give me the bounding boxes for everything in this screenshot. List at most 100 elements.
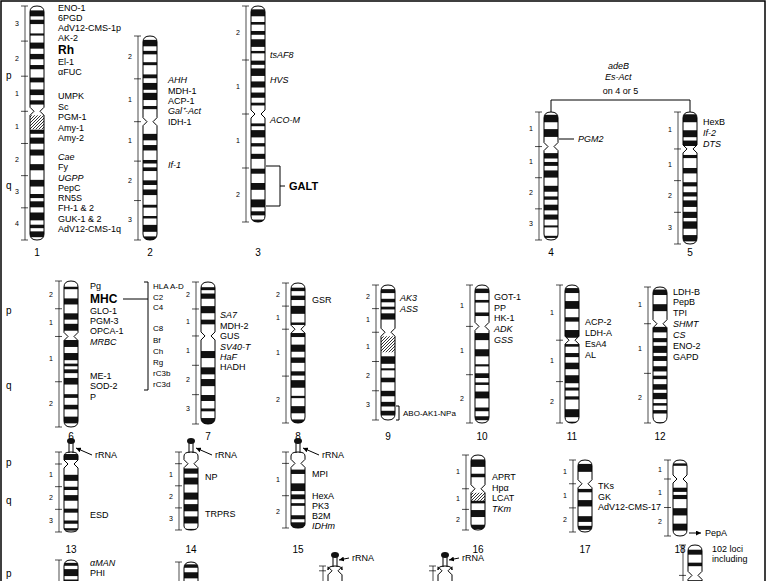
chromosome-number: 10 [470, 431, 494, 443]
chromosome-band [653, 338, 667, 342]
band-tick [242, 114, 249, 115]
band-number: 1 [456, 468, 460, 476]
gene-label: GLO-1 [90, 306, 117, 316]
gene-label: PGM-1 [58, 112, 87, 122]
chromosome-outline [471, 455, 485, 530]
chromosome-band [578, 464, 592, 472]
band-tick [175, 452, 182, 453]
band-number: 2 [658, 518, 662, 526]
band-tick [242, 222, 249, 223]
chromosome-band [251, 39, 265, 47]
chromosome: 15 [286, 437, 310, 556]
chromosome-band [201, 294, 215, 299]
satellite-stalk [73, 443, 74, 453]
band-scale [323, 566, 324, 581]
chromosome-band [251, 103, 265, 106]
chromosome-band [565, 396, 579, 399]
chromosome-band [291, 357, 305, 362]
chromosome-number: 18 [668, 544, 692, 556]
gene-label: UGPP [58, 173, 84, 183]
band-number: 1 [460, 347, 464, 355]
chromosome-band [683, 235, 697, 241]
gene-label: rC3d [153, 380, 170, 389]
chromosome-band [251, 31, 265, 35]
gene-label: SV40-T [220, 342, 251, 352]
chromosome-band [291, 483, 305, 491]
chromosome-ideogram [25, 6, 49, 242]
gene-label: SHMT [673, 319, 699, 329]
chromosome-band [381, 391, 395, 396]
band-tick [192, 335, 199, 336]
band-number: 2 [49, 494, 53, 502]
chromosome-band [30, 20, 44, 24]
chromosome-number: 4 [539, 247, 563, 259]
chromosome-outline [30, 6, 44, 240]
chromosome-band [475, 364, 489, 366]
gene-label: LDH-B [673, 287, 700, 297]
chromosome-number: 15 [286, 544, 310, 556]
chromosome-outline [184, 452, 198, 530]
chromosome-body [143, 36, 157, 240]
band-tick [535, 208, 542, 209]
band-number: 1 [15, 123, 19, 131]
chromosome-band [471, 459, 485, 466]
chromosome-band [30, 100, 44, 104]
chromosome-band [143, 62, 157, 65]
leader-line [196, 448, 212, 455]
chromosome-band [653, 327, 667, 333]
arm-label: q [6, 380, 12, 391]
gene-label: OPCA-1 [90, 326, 124, 336]
band-scale [466, 455, 467, 530]
chromosome-body [64, 560, 78, 581]
chromosome-body [544, 112, 558, 240]
band-tick [535, 177, 542, 178]
chromosome-band [251, 199, 265, 207]
chromosome-band [64, 369, 78, 373]
chromosome-band [30, 231, 44, 237]
gene-label: GAPD [673, 352, 699, 362]
band-number: 2 [276, 508, 280, 516]
band-number: 2 [668, 192, 672, 200]
band-tick [462, 509, 469, 510]
chromosome-body [30, 6, 44, 240]
band-scale [196, 282, 197, 424]
chromosome-band [143, 74, 157, 78]
chromosome-band [381, 378, 395, 383]
chromosome-band [653, 384, 667, 390]
chromosome-band [143, 93, 157, 100]
leader-line [303, 448, 319, 455]
band-scale [138, 36, 139, 240]
chromosome-band [673, 495, 687, 499]
band-tick [134, 78, 141, 79]
gene-label: UMPK [58, 91, 84, 101]
chromosome-body [64, 452, 78, 532]
heterochromatin-hatch [471, 493, 485, 501]
band-number: 2 [276, 291, 280, 299]
band-tick [372, 361, 379, 362]
gene-label: HexA [312, 491, 334, 501]
band-tick [175, 530, 182, 531]
band-tick [282, 283, 289, 284]
chromosome-band [565, 363, 579, 370]
band-tick [372, 390, 379, 391]
chromosome-outline [328, 566, 342, 581]
chromosome-band [565, 388, 579, 391]
chromosome-band [30, 54, 44, 59]
chromosome-band [688, 550, 702, 555]
band-number: 3 [128, 216, 132, 224]
band-tick [674, 244, 681, 245]
leader-line [449, 558, 459, 560]
band-tick [21, 175, 28, 176]
band-number: 3 [186, 405, 190, 413]
band-tick [134, 36, 141, 37]
heterochromatin-hatch [381, 336, 395, 352]
band-number: 2 [550, 398, 554, 406]
chromosome-body [683, 112, 697, 244]
leader-line [689, 533, 701, 534]
chromosome-outline [475, 285, 489, 423]
chromosome-band [30, 138, 44, 144]
band-number: 1 [460, 302, 464, 310]
band-number: 1 [658, 466, 662, 474]
arm-label: p [6, 70, 12, 81]
chromosome: 7 [196, 282, 220, 443]
